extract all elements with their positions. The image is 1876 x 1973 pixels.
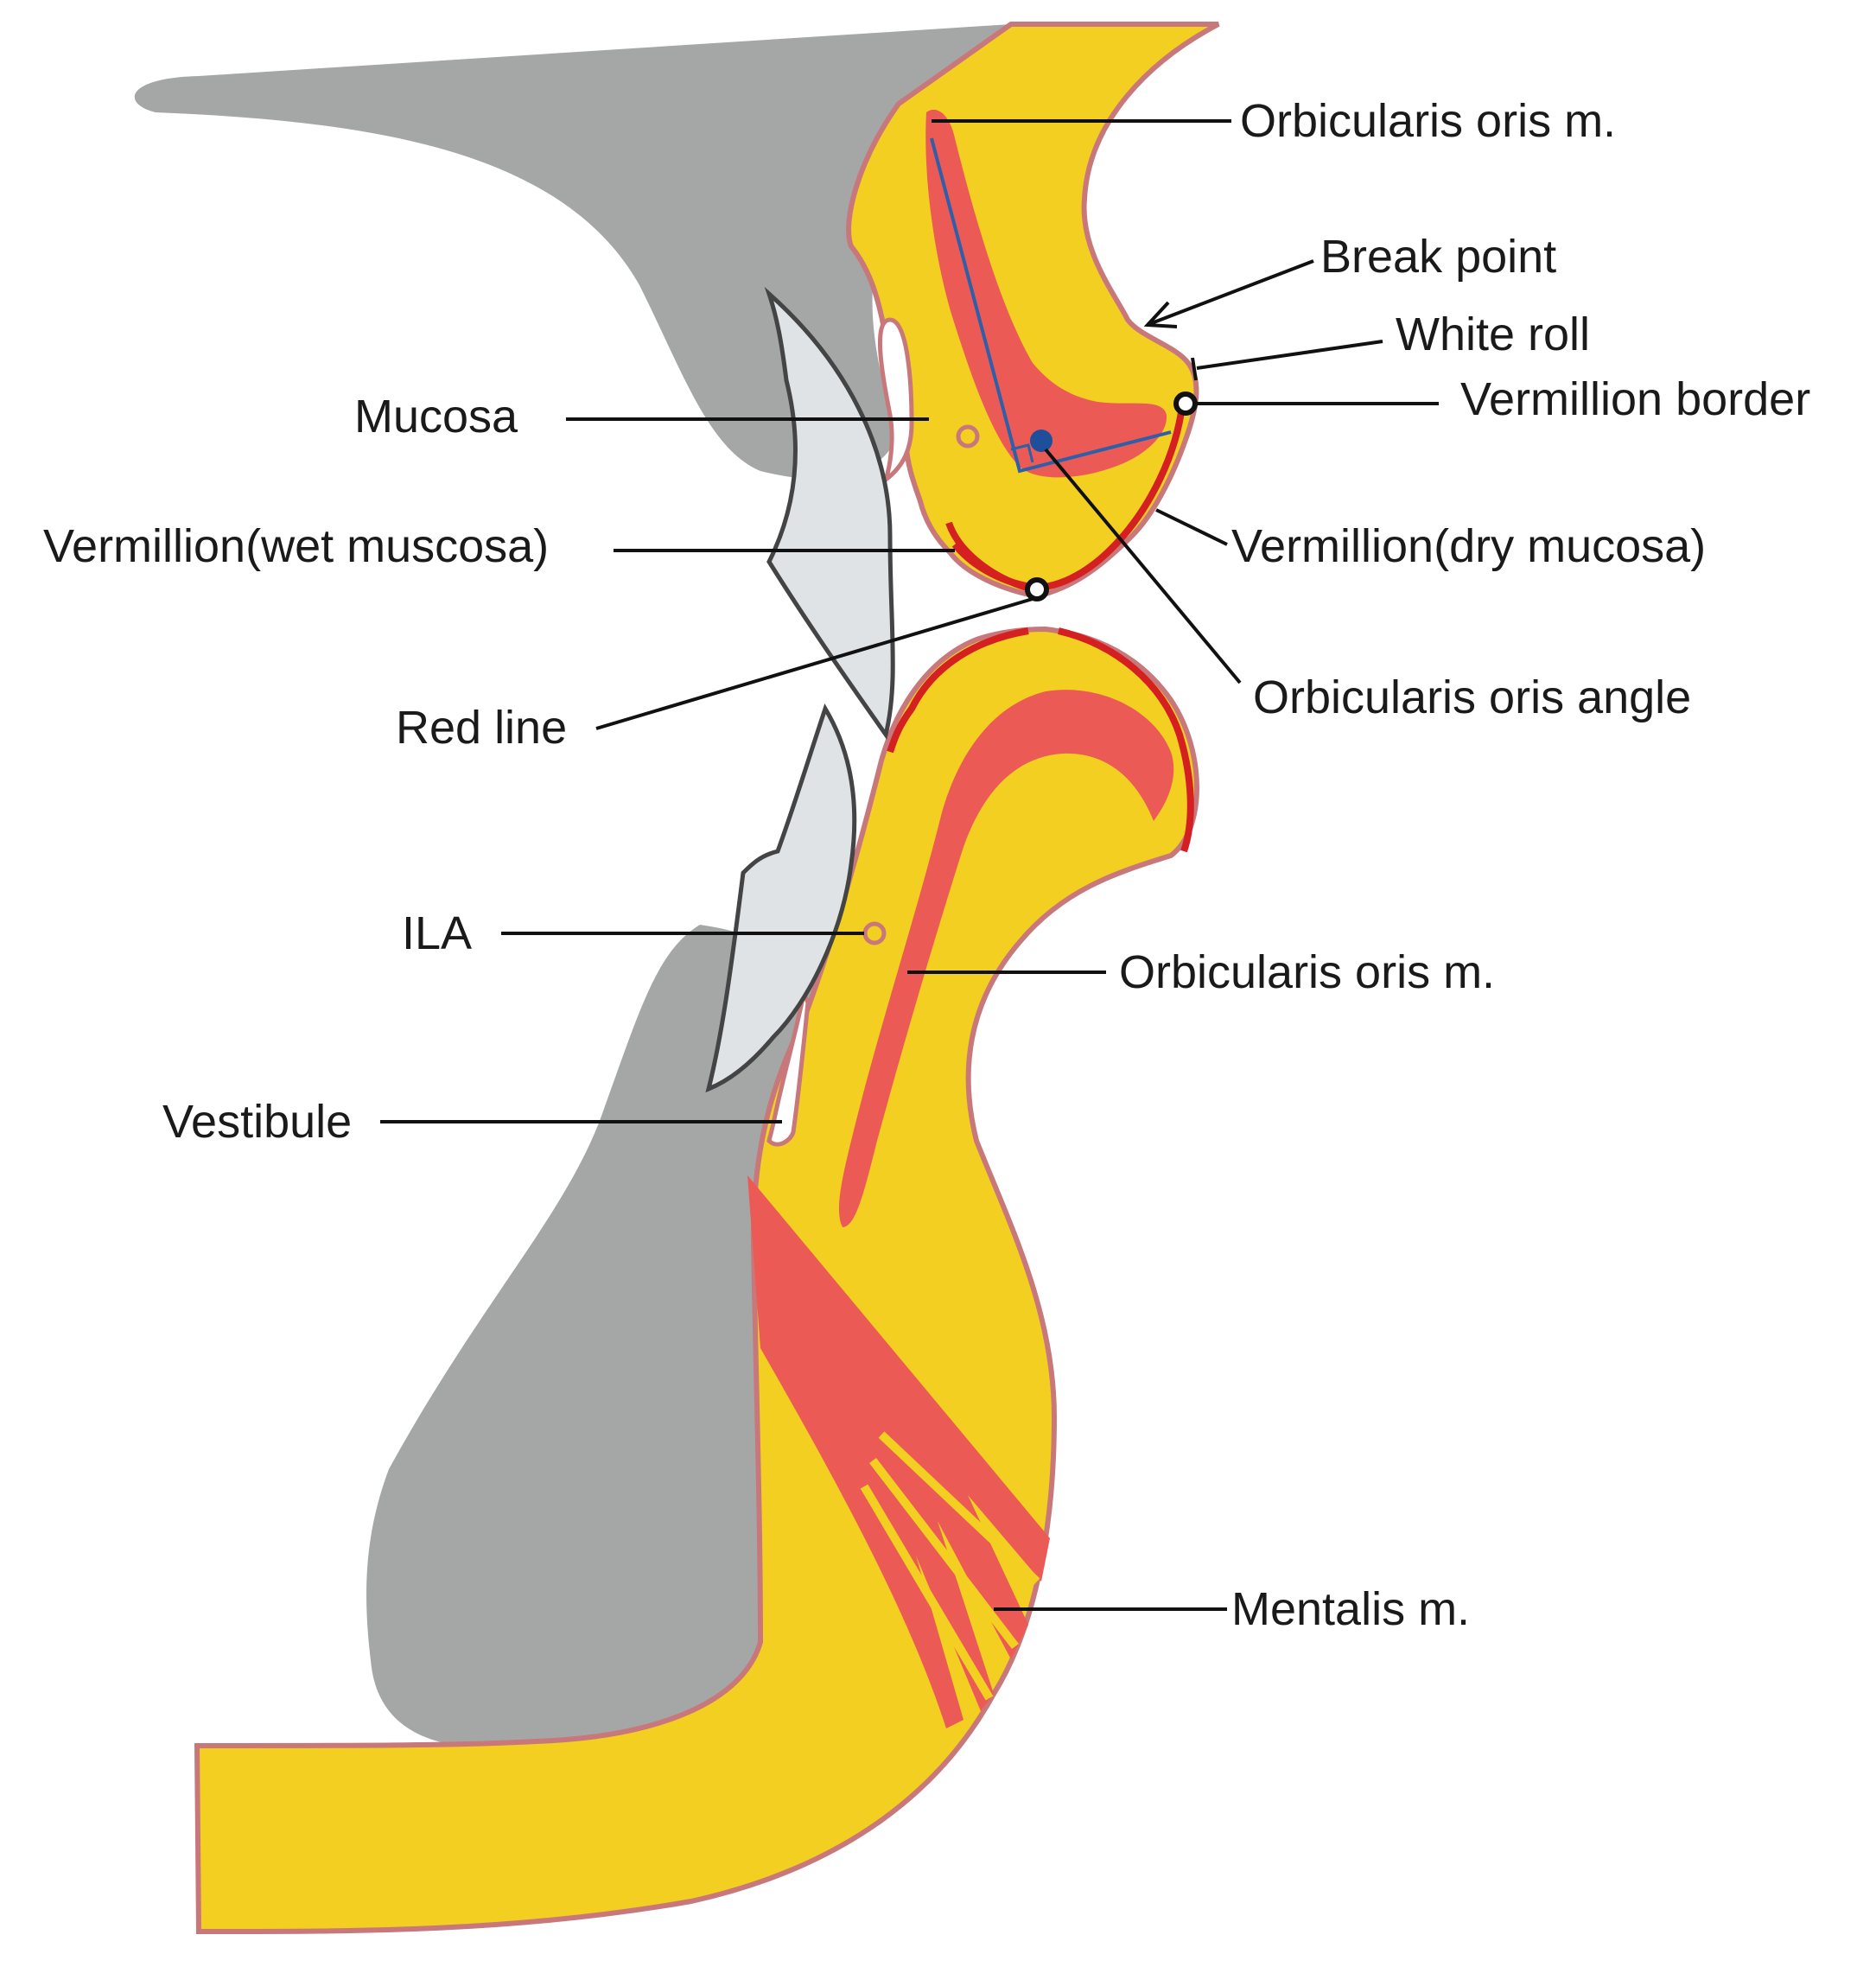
- ila-marker: [862, 921, 887, 945]
- label-mentalis: Mentalis m.: [1231, 1583, 1470, 1635]
- label-white-roll: White roll: [1396, 309, 1590, 360]
- label-vermillion-wet: Vermillion(wet muscosa): [43, 520, 549, 572]
- leader-white-roll: [1196, 340, 1383, 370]
- lower-incisor: [705, 703, 857, 1093]
- leader-red-line: [595, 597, 1033, 730]
- upper-wet-vermilion: [945, 521, 1034, 593]
- label-orbicularis-oris-upper: Orbicularis oris m.: [1240, 95, 1616, 147]
- label-red-line: Red line: [396, 702, 567, 754]
- lower-wet-vermilion: [887, 627, 1029, 754]
- label-orbicularis-oris-lower: Orbicularis oris m.: [1119, 946, 1495, 998]
- upper-orbicularis-muscle: [925, 109, 1167, 478]
- mentalis-gap-1: [878, 1431, 1040, 1585]
- mentalis-gap-3: [860, 1484, 994, 1701]
- mentalis-gap-2: [869, 1457, 1019, 1650]
- label-ila: ILA: [402, 907, 472, 959]
- label-mucosa: Mucosa: [354, 391, 518, 442]
- leader-orbicularis-angle: [1044, 448, 1242, 684]
- upper-incisor: [764, 286, 895, 740]
- orbicularis-angle-lines: [930, 137, 1172, 474]
- lower-orbicularis-muscle: [838, 690, 1174, 1227]
- mandible-bone: [366, 925, 830, 1747]
- red-line-point: [1025, 577, 1049, 601]
- label-vestibule: Vestibule: [162, 1096, 352, 1148]
- leader-white-roll-tick: [1191, 357, 1198, 381]
- leader-break-point-arrow: [1143, 301, 1178, 328]
- lower-vestibule: [766, 987, 811, 1147]
- mucosa-marker: [956, 424, 980, 449]
- orbicularis-angle-point: [1030, 430, 1052, 452]
- leader-vermillion-dry: [1155, 508, 1228, 546]
- leader-break-point: [1148, 259, 1314, 326]
- lower-vermilion-edge: [1058, 627, 1194, 853]
- label-break-point: Break point: [1320, 231, 1556, 283]
- orbicularis-angle-marker: [1010, 443, 1034, 463]
- label-orbicularis-oris-angle: Orbicularis oris angle: [1253, 671, 1691, 723]
- vermillion-border-point: [1173, 391, 1198, 416]
- label-vermillion-dry: Vermillion(dry mucosa): [1231, 520, 1706, 572]
- label-vermillion-border: Vermillion border: [1460, 373, 1810, 425]
